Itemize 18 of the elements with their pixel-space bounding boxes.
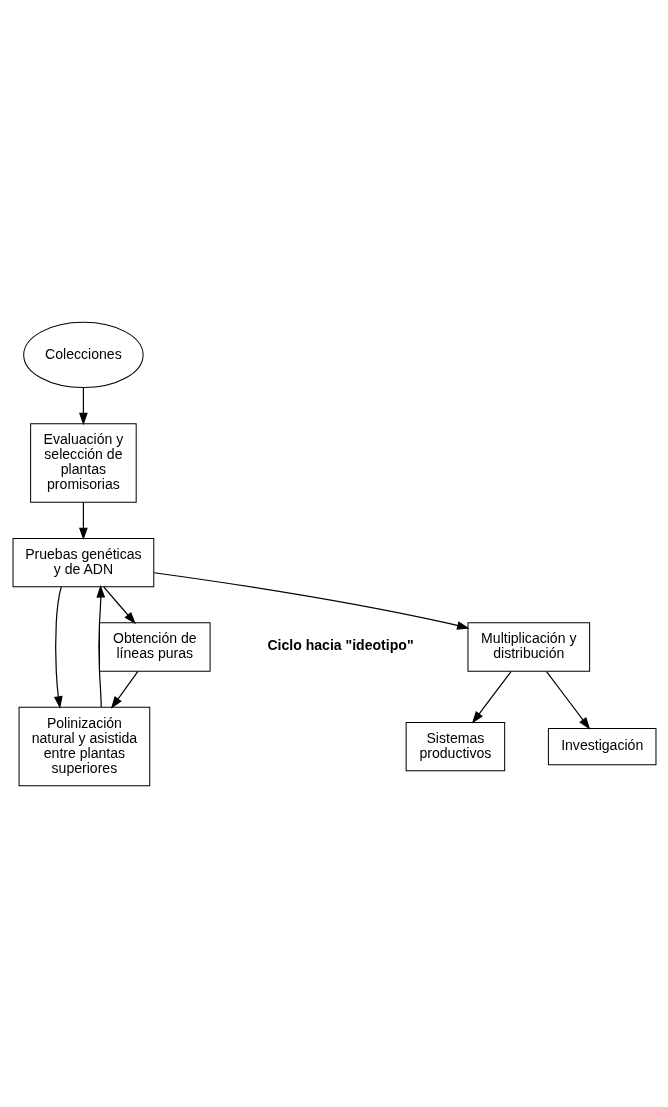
- arrow: [78, 501, 88, 540]
- node-box: Sistemas productivos: [405, 721, 505, 771]
- arrow: [95, 584, 105, 708]
- node-box: Obtención de líneas puras: [98, 621, 211, 672]
- arrow: [53, 585, 63, 709]
- arrow: [78, 386, 88, 425]
- node-box: Investigación: [547, 727, 656, 765]
- arrow: [153, 571, 470, 630]
- node-box: Evaluación y selección de plantas promisorias: [29, 422, 137, 503]
- arrow: [110, 670, 138, 709]
- arrow: [471, 670, 512, 724]
- arrow: [545, 670, 590, 730]
- node-box: Multiplicación y distribución: [466, 621, 590, 672]
- node-ellipse: Colecciones: [22, 321, 144, 388]
- arrow: [102, 585, 136, 624]
- label: Ciclo hacia "ideotipo": [266, 636, 414, 653]
- node-box: Pruebas genéticas y de ADN: [12, 537, 154, 587]
- node-box: Polinización natural y asistida entre plantas superiores: [18, 706, 150, 786]
